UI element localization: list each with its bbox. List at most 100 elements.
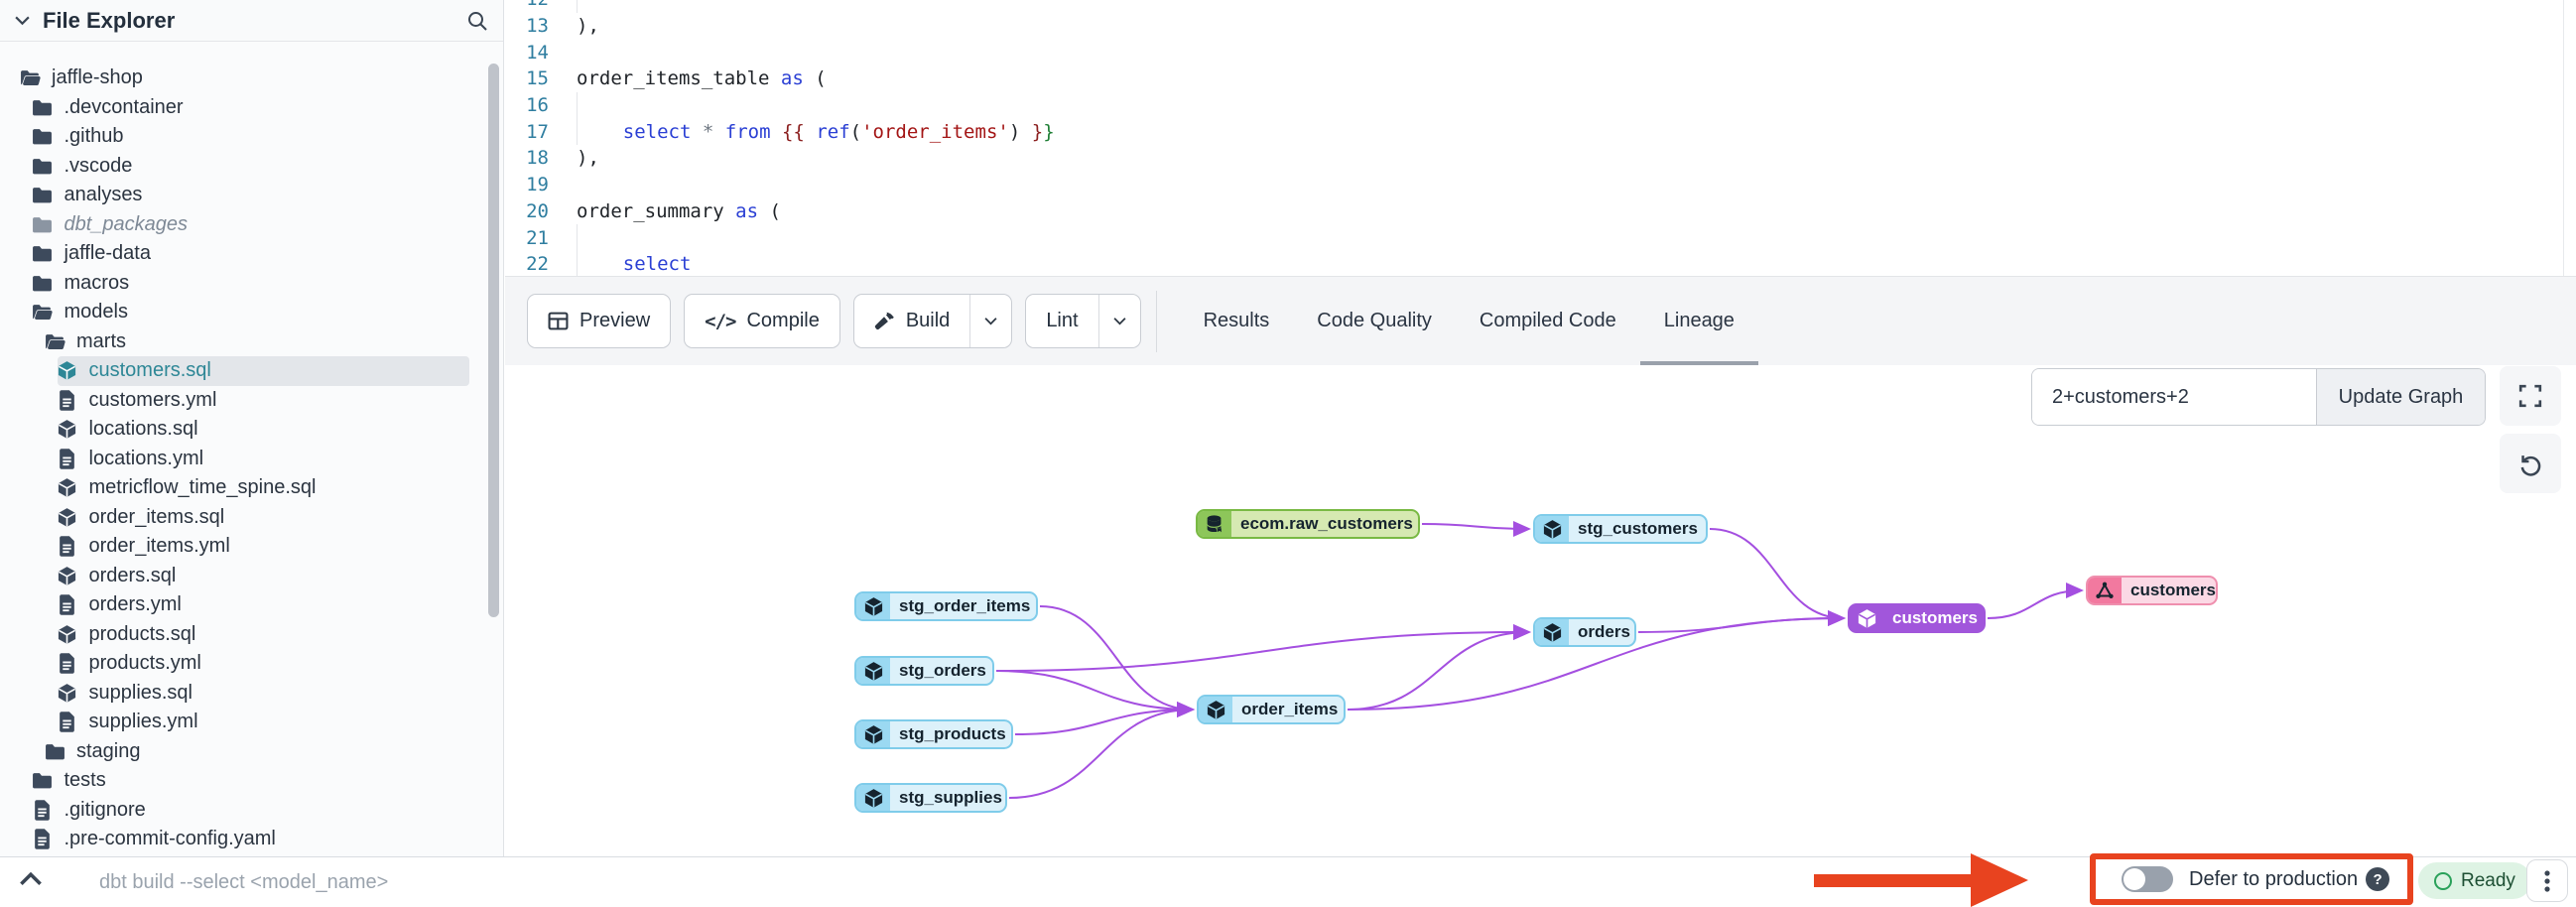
file-tree-item-supplies-sql[interactable]: supplies.sql bbox=[0, 679, 503, 709]
lineage-node-ecom_raw_customers[interactable]: ecom.raw_customers bbox=[1196, 509, 1420, 539]
file-tree-item--pre-commit-config-yaml[interactable]: .pre-commit-config.yaml bbox=[0, 825, 503, 854]
help-icon[interactable]: ? bbox=[2366, 867, 2390, 891]
lineage-node-stg_products[interactable]: stg_products bbox=[854, 719, 1013, 749]
code-text bbox=[577, 224, 578, 251]
line-number: 18 bbox=[526, 147, 549, 170]
code-line-16[interactable]: 16 bbox=[505, 91, 2576, 119]
file-explorer-header: File Explorer bbox=[0, 0, 503, 42]
code-line-19[interactable]: 19 bbox=[505, 172, 2576, 198]
code-line-22[interactable]: 22 select bbox=[505, 250, 2576, 276]
line-number: 15 bbox=[526, 67, 549, 90]
folder-icon bbox=[31, 245, 55, 262]
model-icon bbox=[1535, 516, 1569, 542]
file-tree-item-models[interactable]: models bbox=[0, 298, 503, 327]
file-tree-item--devcontainer[interactable]: .devcontainer bbox=[0, 93, 503, 123]
file-tree-label: orders.sql bbox=[88, 564, 177, 586]
file-tree-item-orders-yml[interactable]: orders.yml bbox=[0, 590, 503, 620]
node-label: stg_products bbox=[899, 724, 1006, 743]
model-icon bbox=[856, 658, 890, 684]
file-tree-item-order-items-sql[interactable]: order_items.sql bbox=[0, 503, 503, 533]
file-tree-item-marts[interactable]: marts bbox=[0, 327, 503, 357]
file-tree-label: models bbox=[64, 301, 128, 324]
model-icon bbox=[56, 419, 79, 440]
chevron-down-icon[interactable] bbox=[14, 15, 31, 26]
kebab-menu-button[interactable] bbox=[2526, 859, 2568, 902]
file-tree-item-dbt-packages[interactable]: dbt_packages bbox=[0, 210, 503, 240]
lineage-node-customers[interactable]: customers bbox=[1848, 603, 1986, 633]
file-tree-item--gitignore[interactable]: .gitignore bbox=[0, 796, 503, 826]
lineage-node-stg_customers[interactable]: stg_customers bbox=[1533, 514, 1708, 544]
file-tree-item-locations-sql[interactable]: locations.sql bbox=[0, 415, 503, 445]
file-tree-label: dbt_packages bbox=[64, 212, 189, 235]
file-tree-item-metricflow-time-spine-sql[interactable]: metricflow_time_spine.sql bbox=[0, 473, 503, 503]
lineage-panel bbox=[505, 365, 2576, 856]
compile-button[interactable]: </>Compile bbox=[684, 294, 840, 348]
editor-toolbar: Preview</>Compile Build Lint Results Code Q… bbox=[505, 276, 2576, 365]
lineage-node-order_items[interactable]: order_items bbox=[1197, 695, 1346, 724]
file-tree-item-jaffle-shop[interactable]: jaffle-shop bbox=[0, 64, 503, 93]
tab-compiled-code[interactable]: Compiled Code bbox=[1479, 310, 1616, 331]
tab-lineage[interactable]: Lineage bbox=[1639, 277, 1759, 365]
file-tree-item-orders-sql[interactable]: orders.sql bbox=[0, 562, 503, 591]
lineage-node-stg_supplies[interactable]: stg_supplies bbox=[854, 783, 1007, 813]
fullscreen-button[interactable] bbox=[2500, 366, 2561, 426]
chevron-down-icon[interactable] bbox=[1097, 295, 1140, 347]
defer-label: Defer to production bbox=[2189, 867, 2359, 890]
sidebar-scrollbar[interactable] bbox=[488, 64, 499, 617]
search-icon[interactable] bbox=[465, 9, 489, 33]
model-icon bbox=[856, 785, 890, 811]
tab-results[interactable]: Results bbox=[1203, 310, 1270, 331]
chevron-up-icon[interactable] bbox=[18, 871, 44, 887]
chevron-down-icon[interactable] bbox=[969, 295, 1011, 347]
command-input[interactable] bbox=[99, 865, 1488, 899]
lineage-selector-input[interactable] bbox=[2032, 369, 2316, 425]
model-icon bbox=[1535, 619, 1569, 645]
tab-code-quality[interactable]: Code Quality bbox=[1317, 310, 1432, 331]
update-graph-button[interactable]: Update Graph bbox=[2316, 369, 2485, 425]
build-button[interactable]: Build bbox=[852, 294, 1013, 348]
file-tree-item-macros[interactable]: macros bbox=[0, 269, 503, 299]
file-tree-item--github[interactable]: .github bbox=[0, 122, 503, 152]
code-line-21[interactable]: 21 bbox=[505, 224, 2576, 251]
undo-button[interactable] bbox=[2500, 434, 2561, 493]
lineage-node-stg_orders[interactable]: stg_orders bbox=[854, 656, 994, 686]
node-label: stg_order_items bbox=[899, 596, 1031, 615]
defer-to-production-toggle[interactable] bbox=[2122, 866, 2173, 892]
toolbar-buttons: Preview</>Compile Build Lint bbox=[505, 294, 1141, 348]
lint-button[interactable]: Lint bbox=[1025, 294, 1141, 348]
file-tree-label: metricflow_time_spine.sql bbox=[88, 476, 317, 499]
folder-open-icon bbox=[31, 304, 55, 321]
file-tree-item-staging[interactable]: staging bbox=[0, 737, 503, 767]
lineage-node-stg_order_items[interactable]: stg_order_items bbox=[854, 591, 1038, 621]
file-tree-label: macros bbox=[64, 271, 130, 294]
file-tree-item-supplies-yml[interactable]: supplies.yml bbox=[0, 708, 503, 737]
lineage-node-orders[interactable]: orders bbox=[1533, 617, 1636, 647]
file-tree-item--vscode[interactable]: .vscode bbox=[0, 152, 503, 182]
preview-button[interactable]: Preview bbox=[527, 294, 672, 348]
file-tree-item-tests[interactable]: tests bbox=[0, 766, 503, 796]
line-number: 13 bbox=[526, 15, 549, 38]
button-label: Build bbox=[905, 310, 951, 331]
file-tree-item-customers-sql[interactable]: customers.sql bbox=[0, 356, 503, 386]
doc-icon bbox=[56, 448, 79, 469]
file-tree-item-order-items-yml[interactable]: order_items.yml bbox=[0, 532, 503, 562]
file-tree-item-products-yml[interactable]: products.yml bbox=[0, 649, 503, 679]
editor-scroll-track bbox=[2563, 0, 2564, 276]
file-tree-item-jaffle-data[interactable]: jaffle-data bbox=[0, 239, 503, 269]
code-line-14[interactable]: 14 bbox=[505, 39, 2576, 65]
code-line-18[interactable]: 18), bbox=[505, 145, 2576, 172]
file-tree-item-products-sql[interactable]: products.sql bbox=[0, 620, 503, 650]
defer-highlight-box: Defer to production ? bbox=[2090, 853, 2413, 905]
file-tree-item-locations-yml[interactable]: locations.yml bbox=[0, 445, 503, 474]
file-tree-item-customers-yml[interactable]: customers.yml bbox=[0, 386, 503, 416]
lineage-node-customers_exposure[interactable]: customers bbox=[2086, 576, 2218, 605]
line-number: 14 bbox=[526, 41, 549, 64]
code-line-13[interactable]: 13), bbox=[505, 13, 2576, 40]
code-line-12[interactable]: 12 bbox=[505, 0, 2576, 13]
code-line-17[interactable]: 17 select * from {{ ref('order_items') }… bbox=[505, 118, 2576, 146]
file-tree-item-analyses[interactable]: analyses bbox=[0, 181, 503, 210]
